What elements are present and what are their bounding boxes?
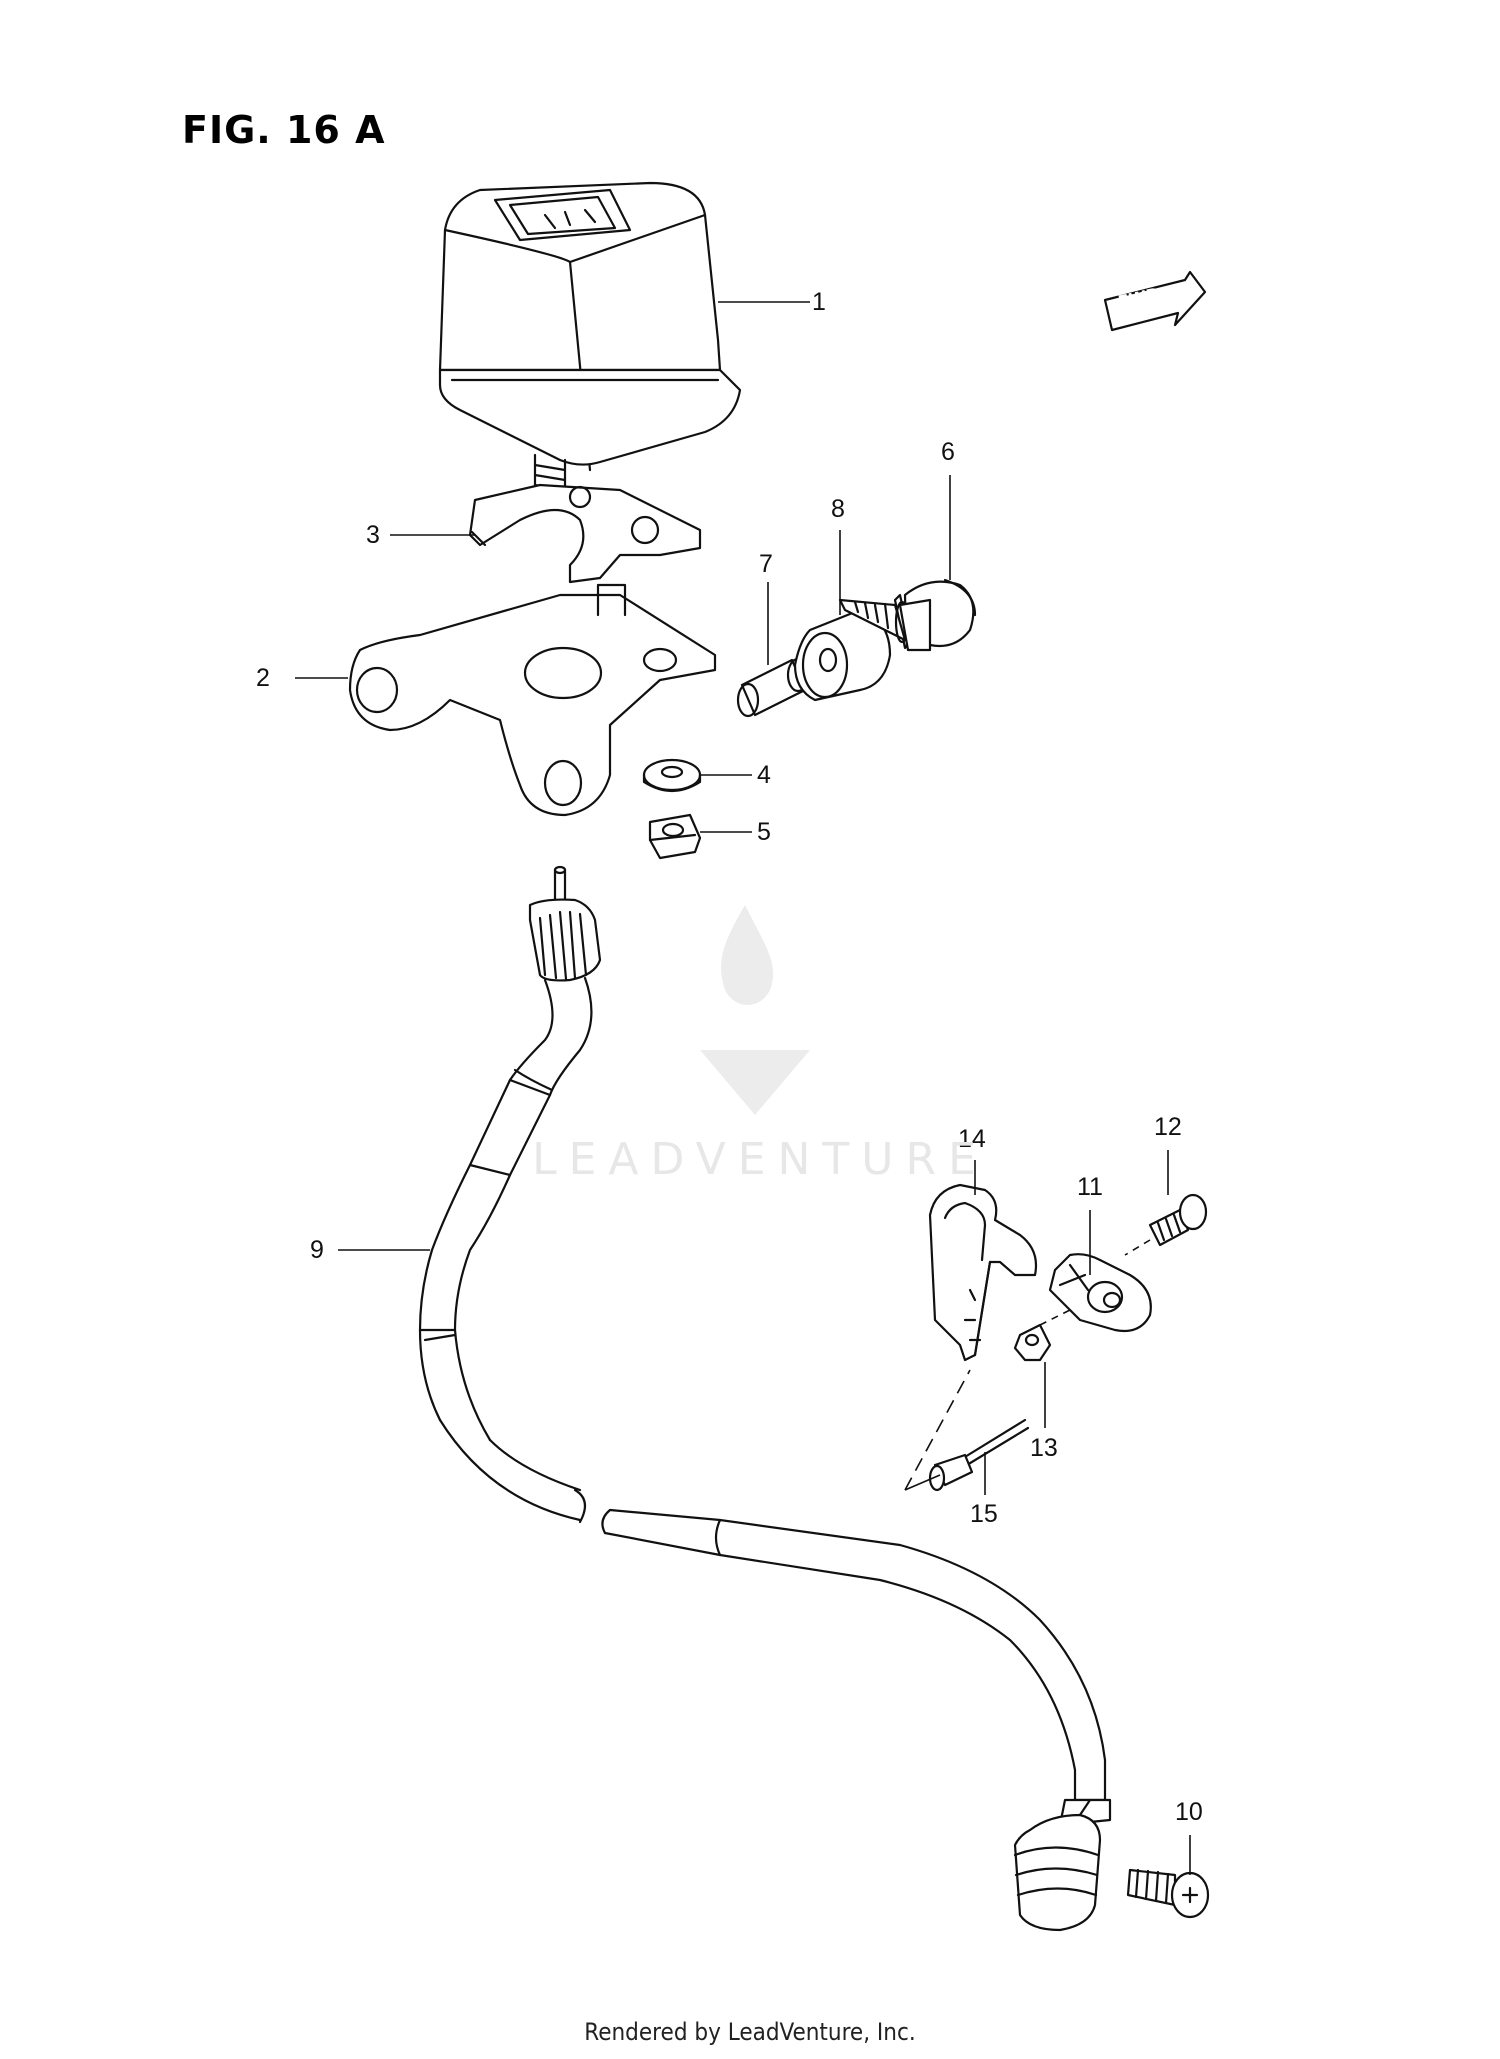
callout-9: 9 xyxy=(310,1236,324,1264)
callout-8: 8 xyxy=(831,495,845,523)
part-4-washer xyxy=(642,758,702,793)
fwd-arrow-icon xyxy=(1103,270,1207,332)
callout-3: 3 xyxy=(366,521,380,549)
leader-lines xyxy=(295,301,1191,1875)
callout-13: 13 xyxy=(1030,1434,1058,1462)
callout-7: 7 xyxy=(759,550,773,578)
callout-6: 6 xyxy=(941,438,955,466)
footer-credit: Rendered by LeadVenture, Inc. xyxy=(584,2018,916,2046)
part-13-nut xyxy=(1013,1309,1071,1362)
part-10-screw xyxy=(1126,1868,1210,1919)
part-2-mounting-bracket xyxy=(348,583,717,817)
part-1-meter-housing xyxy=(438,181,742,497)
callout-2: 2 xyxy=(256,664,270,692)
figure-title: FIG. 16 A xyxy=(182,108,386,152)
part-6-bolt xyxy=(838,578,977,652)
callout-15: 15 xyxy=(970,1500,998,1528)
callout-5: 5 xyxy=(757,818,771,846)
watermark-text: LEADVENTURE xyxy=(532,1134,988,1185)
part-8-grommet xyxy=(793,608,892,702)
callout-14: 14 xyxy=(958,1125,986,1153)
part-12-screw xyxy=(1124,1193,1208,1256)
callout-12: 12 xyxy=(1154,1113,1182,1141)
part-3-plate xyxy=(468,483,702,584)
callout-11: 11 xyxy=(1077,1173,1103,1201)
callout-1: 1 xyxy=(812,288,826,316)
callout-10: 10 xyxy=(1175,1798,1203,1826)
part-15-rivet xyxy=(904,1369,1030,1492)
watermark-logo-icon xyxy=(700,905,810,1115)
part-9-speedometer-cable xyxy=(418,865,1112,1932)
part-14-bracket xyxy=(928,1183,1038,1362)
part-5-nut xyxy=(648,813,702,860)
part-11-clamp xyxy=(1048,1253,1152,1333)
callout-4: 4 xyxy=(757,761,771,789)
